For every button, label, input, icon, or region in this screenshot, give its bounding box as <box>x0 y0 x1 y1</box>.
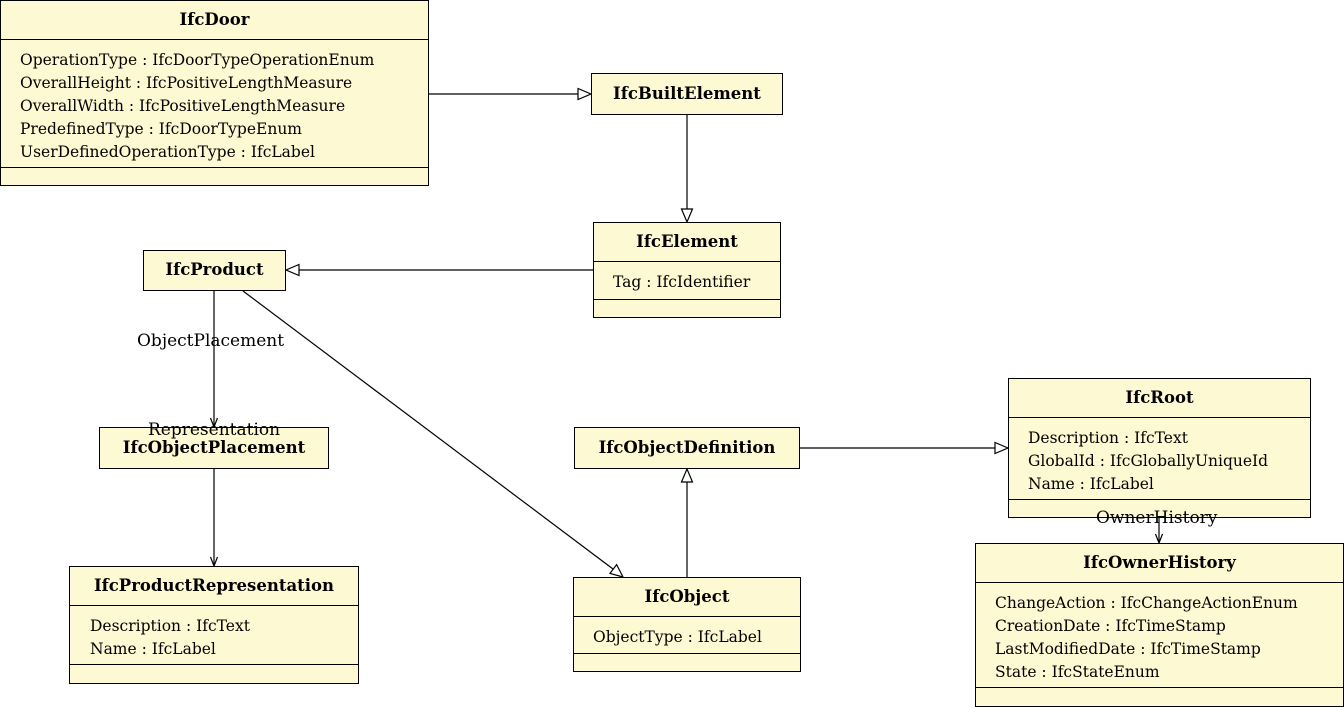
class-ifcbuiltelement[interactable]: IfcBuiltElement <box>591 73 783 115</box>
edge-product-to-object <box>242 290 614 570</box>
attribute: State : IfcStateEnum <box>995 663 1160 681</box>
class-name: IfcOwnerHistory <box>1083 553 1236 572</box>
class-name: IfcElement <box>636 232 738 251</box>
class-name: IfcObject <box>644 587 730 606</box>
attribute: GlobalId : IfcGloballyUniqueId <box>1028 452 1269 470</box>
operation-compartment <box>976 687 1343 707</box>
class-name: IfcRoot <box>1125 388 1194 407</box>
attribute: Description : IfcText <box>90 617 250 635</box>
generalization-arrowhead <box>680 208 694 224</box>
attribute: OverallWidth : IfcPositiveLengthMeasure <box>20 97 346 115</box>
class-ifcroot[interactable]: IfcRoot Description : IfcText GlobalId :… <box>1008 378 1311 518</box>
class-ifcproduct[interactable]: IfcProduct <box>143 250 286 291</box>
attribute: LastModifiedDate : IfcTimeStamp <box>995 640 1261 658</box>
attribute: Tag : IfcIdentifier <box>613 273 751 291</box>
attribute: Name : IfcLabel <box>1028 475 1154 493</box>
operation-compartment <box>594 299 780 318</box>
class-name: IfcDoor <box>179 10 250 29</box>
generalization-arrowhead <box>284 263 300 277</box>
class-ifcobject[interactable]: IfcObject ObjectType : IfcLabel <box>573 577 801 672</box>
class-ifcelement[interactable]: IfcElement Tag : IfcIdentifier <box>593 222 781 318</box>
attribute-compartment: ChangeAction : IfcChangeActionEnum Creat… <box>976 582 1343 688</box>
class-ifcownerhistory[interactable]: IfcOwnerHistory ChangeAction : IfcChange… <box>975 543 1344 707</box>
attribute: PredefinedType : IfcDoorTypeEnum <box>20 120 302 138</box>
attribute-compartment: Description : IfcText GlobalId : IfcGlob… <box>1009 417 1310 500</box>
class-name: IfcObjectDefinition <box>598 437 776 457</box>
class-ifcobjectdefinition[interactable]: IfcObjectDefinition <box>574 427 800 469</box>
attribute: CreationDate : IfcTimeStamp <box>995 617 1226 635</box>
attribute-compartment: Description : IfcText Name : IfcLabel <box>70 605 358 665</box>
generalization-arrowhead <box>608 563 625 578</box>
class-name: IfcObjectPlacement <box>122 437 306 457</box>
operation-compartment <box>70 664 358 684</box>
operation-compartment <box>574 653 800 672</box>
attribute: OverallHeight : IfcPositiveLengthMeasure <box>20 74 353 92</box>
edge-label-representation: Representation <box>148 420 281 440</box>
generalization-arrowhead <box>680 467 694 483</box>
class-ifcobjectplacement[interactable]: IfcObjectPlacement <box>99 427 329 469</box>
operation-compartment <box>1009 499 1310 518</box>
attribute-compartment: Tag : IfcIdentifier <box>594 261 780 300</box>
edge-label-objectplacement: ObjectPlacement <box>137 331 285 351</box>
class-name: IfcProduct <box>165 260 264 280</box>
class-name: IfcBuiltElement <box>613 83 761 103</box>
attribute: OperationType : IfcDoorTypeOperationEnum <box>20 51 375 69</box>
attribute-compartment: ObjectType : IfcLabel <box>574 616 800 654</box>
attribute: Description : IfcText <box>1028 429 1188 447</box>
generalization-arrowhead <box>577 87 593 101</box>
operation-compartment <box>1 167 428 186</box>
generalization-arrowhead <box>994 441 1010 455</box>
edge-label-ownerhistory: OwnerHistory <box>1096 508 1218 528</box>
attribute-compartment: OperationType : IfcDoorTypeOperationEnum… <box>1 39 428 168</box>
attribute: Name : IfcLabel <box>90 640 216 658</box>
class-ifcproductrepresentation[interactable]: IfcProductRepresentation Description : I… <box>69 566 359 684</box>
attribute: ChangeAction : IfcChangeActionEnum <box>995 594 1298 612</box>
class-ifcdoor[interactable]: IfcDoor OperationType : IfcDoorTypeOpera… <box>0 0 429 186</box>
attribute: UserDefinedOperationType : IfcLabel <box>20 143 315 161</box>
attribute: ObjectType : IfcLabel <box>593 628 762 646</box>
class-name: IfcProductRepresentation <box>93 576 335 595</box>
